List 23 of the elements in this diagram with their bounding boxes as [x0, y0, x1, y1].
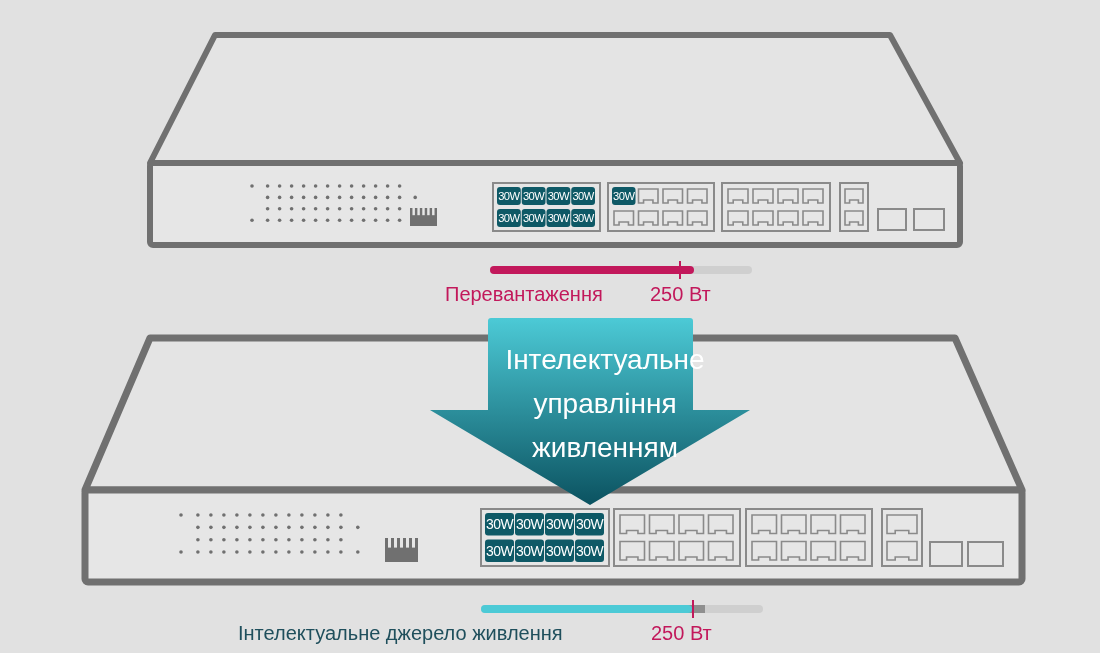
port-power-label: 30W: [521, 189, 546, 204]
port-power-label: 30W: [515, 515, 544, 535]
port-power-label: 30W: [546, 189, 571, 204]
port-power-label: 30W: [546, 211, 571, 226]
network-switch-drawing: [79, 332, 1028, 588]
power-mode-label: Перевантаження: [445, 283, 603, 306]
port-power-label: 30W: [575, 515, 604, 535]
port-power-label: 30W: [485, 541, 514, 561]
network-switch-drawing: [144, 29, 966, 251]
port-power-label: 30W: [485, 515, 514, 535]
port-power-label: 30W: [497, 189, 521, 204]
port-power-label: 30W: [571, 211, 595, 226]
power-value-label: 250 Вт: [650, 283, 711, 306]
port-power-label: 30W: [545, 541, 574, 561]
port-power-label: 30W: [545, 515, 574, 535]
port-power-label: 30W: [521, 211, 546, 226]
power-value-label: 250 Вт: [651, 622, 712, 645]
port-power-label: 30W: [575, 541, 604, 561]
port-power-label: 30W: [571, 189, 595, 204]
port-power-label: 30W: [497, 211, 521, 226]
port-power-label: 30W: [515, 541, 544, 561]
port-power-label: 30W: [612, 189, 636, 204]
power-mode-label: Інтелектуальне джерело живлення: [238, 622, 563, 645]
